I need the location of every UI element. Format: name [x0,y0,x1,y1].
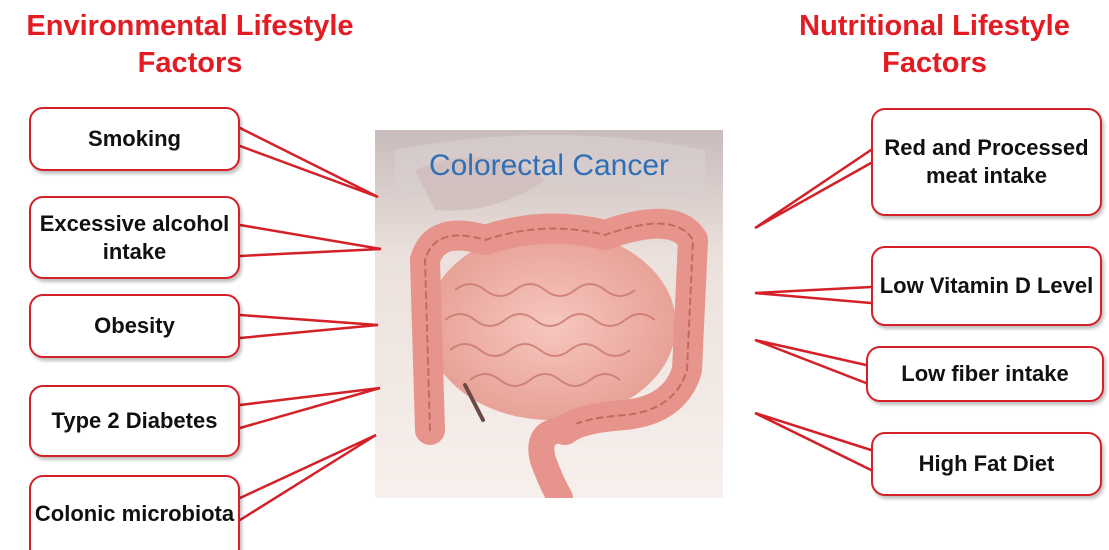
factor-type2-diabetes: Type 2 Diabetes [29,385,240,457]
factor-colonic-microbiota: Colonic microbiota [29,475,240,550]
factor-red-processed-meat: Red and Processed meat intake [871,108,1102,216]
connector-microbiota [240,435,376,520]
factor-obesity: Obesity [29,294,240,358]
connector-diabetes [240,388,380,428]
connector-smoking [240,128,378,197]
connector-fat [755,413,871,470]
factor-alcohol: Excessive alcohol intake [29,196,240,279]
connector-alcohol [240,225,381,256]
factor-low-vitamin-d: Low Vitamin D Level [871,246,1102,326]
connector-meat [755,150,871,228]
factor-low-fiber: Low fiber intake [866,346,1104,402]
connector-vitd [755,287,871,303]
factor-high-fat-diet: High Fat Diet [871,432,1102,496]
factor-smoking: Smoking [29,107,240,171]
connector-fiber [755,340,866,383]
connector-obesity [240,315,378,338]
